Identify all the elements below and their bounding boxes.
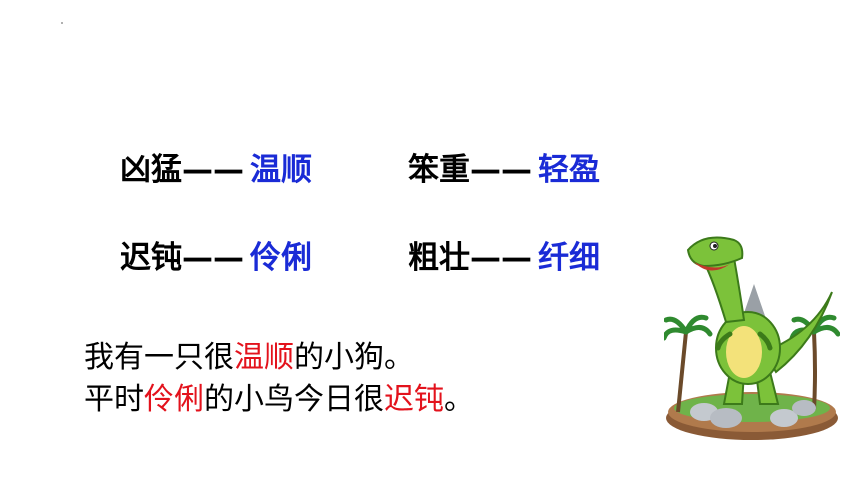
sentence-text: 的小狗。 [294,340,414,375]
antonym-pair-1: 凶猛——温顺 [120,150,312,190]
pair-dash: —— [182,152,244,188]
pair-word: 迟钝 [120,240,182,276]
pair-dash: —— [470,240,532,276]
sentence-highlight: 温顺 [234,340,294,375]
pair-dash: —— [182,240,244,276]
pair-answer: 温顺 [250,152,312,188]
sentence-highlight: 迟钝 [384,382,444,417]
pair-answer: 伶俐 [250,240,312,276]
decorative-dot [61,22,63,24]
antonym-pair-4: 粗壮——纤细 [408,238,600,278]
antonym-pair-3: 迟钝——伶俐 [120,238,312,278]
sentence-text: 平时 [84,382,144,417]
pair-answer: 纤细 [538,240,600,276]
example-sentence-2: 平时伶俐的小鸟今日很迟钝。 [84,380,474,420]
pair-dash: —— [470,152,532,188]
sentence-text: 。 [444,382,474,417]
pair-word: 粗壮 [408,240,470,276]
pair-word: 笨重 [408,152,470,188]
pair-answer: 轻盈 [538,152,600,188]
sentence-highlight: 伶俐 [144,382,204,417]
antonym-pair-2: 笨重——轻盈 [408,150,600,190]
pair-word: 凶猛 [120,152,182,188]
sentence-text: 我有一只很 [84,340,234,375]
dinosaur-icon [664,236,840,440]
sentence-text: 的小鸟今日很 [204,382,384,417]
example-sentence-1: 我有一只很温顺的小狗。 [84,338,414,378]
